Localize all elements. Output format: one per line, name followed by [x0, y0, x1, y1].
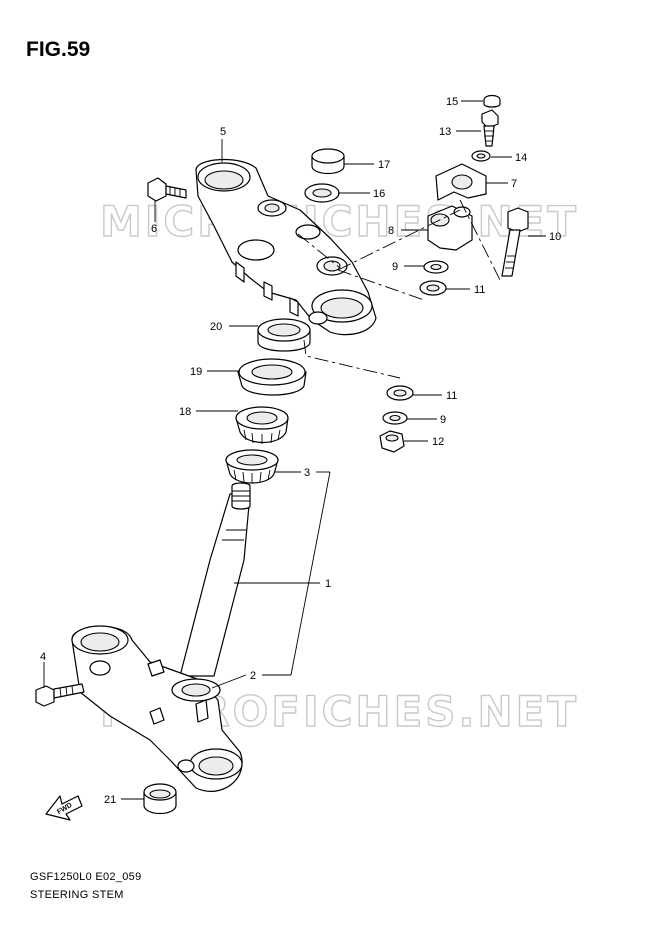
washer-part-9-upper[interactable] — [423, 260, 449, 274]
figure-title: FIG.59 — [26, 38, 91, 61]
callout-10: 10 — [549, 231, 561, 243]
cap-part-15[interactable] — [483, 94, 501, 108]
bolt-part-6[interactable] — [147, 177, 187, 202]
upper-bracket-part-5[interactable] — [195, 158, 377, 336]
callout-2: 2 — [250, 670, 256, 682]
callout-9-lower: 9 — [440, 414, 446, 426]
callout-4: 4 — [40, 651, 46, 663]
cap-part-17[interactable] — [311, 148, 345, 175]
callout-1: 1 — [325, 578, 331, 590]
callout-3: 3 — [304, 467, 310, 479]
bearing-part-18[interactable] — [235, 406, 289, 444]
damper-part-11-upper[interactable] — [419, 280, 447, 296]
watermark-top: MICROFICHES.NET — [100, 197, 579, 246]
callout-6: 6 — [151, 223, 157, 235]
steering-stem-part-1[interactable] — [179, 482, 251, 677]
handlebar-holder-lower-part-8[interactable] — [427, 205, 473, 251]
forward-arrow-icon: FWD — [45, 795, 83, 821]
callout-21: 21 — [104, 794, 116, 806]
seal-part-20[interactable] — [257, 318, 311, 352]
callout-20: 20 — [210, 321, 222, 333]
bolt-part-4[interactable] — [35, 683, 85, 707]
callout-11-lower: 11 — [446, 390, 457, 402]
callout-5: 5 — [220, 126, 226, 138]
callout-14: 14 — [515, 152, 527, 164]
callout-9-upper: 9 — [392, 261, 398, 273]
washer-part-16[interactable] — [304, 183, 340, 203]
callout-13: 13 — [439, 126, 451, 138]
callout-18: 18 — [179, 406, 191, 418]
callout-19: 19 — [190, 366, 202, 378]
cap-part-21[interactable] — [143, 783, 177, 815]
callout-16: 16 — [373, 188, 385, 200]
lower-bracket[interactable] — [71, 625, 243, 792]
handlebar-holder-upper-part-7[interactable] — [435, 163, 487, 201]
washer-part-9-lower[interactable] — [382, 411, 408, 425]
callout-11-upper: 11 — [474, 284, 485, 296]
callout-12: 12 — [432, 436, 444, 448]
bolt-part-13[interactable] — [481, 109, 499, 147]
damper-part-11-lower[interactable] — [386, 385, 414, 401]
section-name: STEERING STEM — [30, 889, 124, 901]
dust-seal-part-19[interactable] — [237, 358, 307, 396]
long-bolt-part-10[interactable] — [501, 207, 529, 277]
model-code: GSF1250L0 E02_059 — [30, 871, 142, 883]
callout-8: 8 — [388, 225, 394, 237]
washer-part-14[interactable] — [471, 150, 491, 162]
bearing-part-3[interactable] — [225, 449, 279, 484]
callout-17: 17 — [378, 159, 390, 171]
callout-15: 15 — [446, 96, 458, 108]
callout-7: 7 — [511, 178, 517, 190]
nut-part-12[interactable] — [379, 430, 405, 453]
